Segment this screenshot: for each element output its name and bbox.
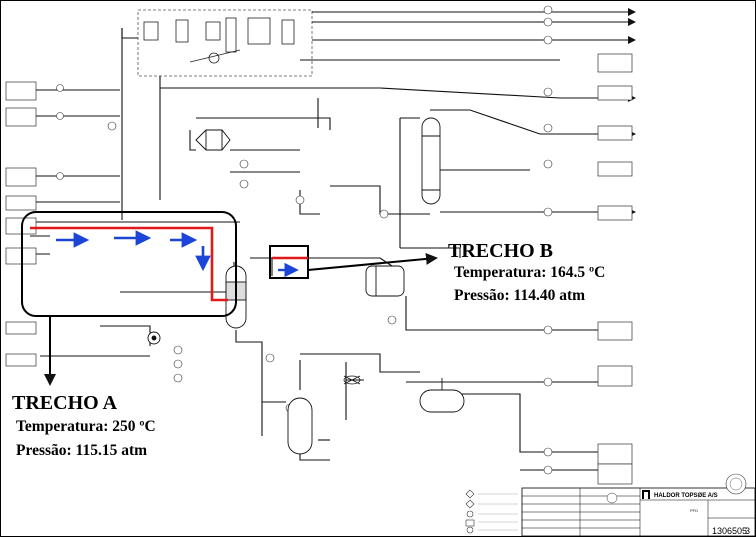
company-name: HALDOR TOPSØE A/S bbox=[654, 493, 718, 499]
document-number: 1306505 bbox=[712, 526, 747, 536]
title-block: HALDOR TOPSØE A/S 1306505 3 PFD bbox=[521, 473, 756, 537]
trecho-b-temperature: Temperatura: 164.5 ºC bbox=[454, 264, 605, 281]
legend-symbols bbox=[465, 489, 475, 534]
process-lines bbox=[30, 11, 628, 471]
heat-exchanger-top bbox=[195, 129, 231, 151]
compressor-package bbox=[137, 9, 313, 77]
column-right bbox=[421, 117, 441, 205]
trecho-a-highlight-box bbox=[21, 211, 237, 317]
trecho-b-pointer bbox=[307, 252, 438, 271]
trecho-b-pressure: Pressão: 114.40 atm bbox=[454, 287, 585, 304]
trecho-b-highlight-box bbox=[269, 245, 309, 279]
trecho-a-pressure: Pressão: 115.15 atm bbox=[16, 442, 147, 459]
drum-right bbox=[419, 378, 465, 413]
destination-boxes bbox=[597, 53, 633, 485]
exchanger-b bbox=[365, 265, 405, 297]
trecho-b-title: TRECHO B bbox=[448, 240, 553, 262]
revision-number: 3 bbox=[745, 526, 750, 536]
bottom-vessel bbox=[287, 397, 313, 455]
trecho-a-flow-arrows bbox=[56, 230, 211, 272]
trecho-a-hot-line bbox=[30, 226, 228, 302]
pump bbox=[147, 331, 161, 345]
source-boxes bbox=[5, 81, 37, 367]
instrument-bubbles bbox=[56, 5, 553, 475]
air-cooler bbox=[343, 375, 361, 385]
notes-lines bbox=[478, 493, 518, 531]
trecho-a-temperature: Temperatura: 250 ºC bbox=[16, 418, 156, 435]
trecho-a-title: TRECHO A bbox=[12, 392, 118, 414]
sheet-type: PFD bbox=[690, 508, 698, 513]
outlet-arrows bbox=[628, 8, 636, 216]
